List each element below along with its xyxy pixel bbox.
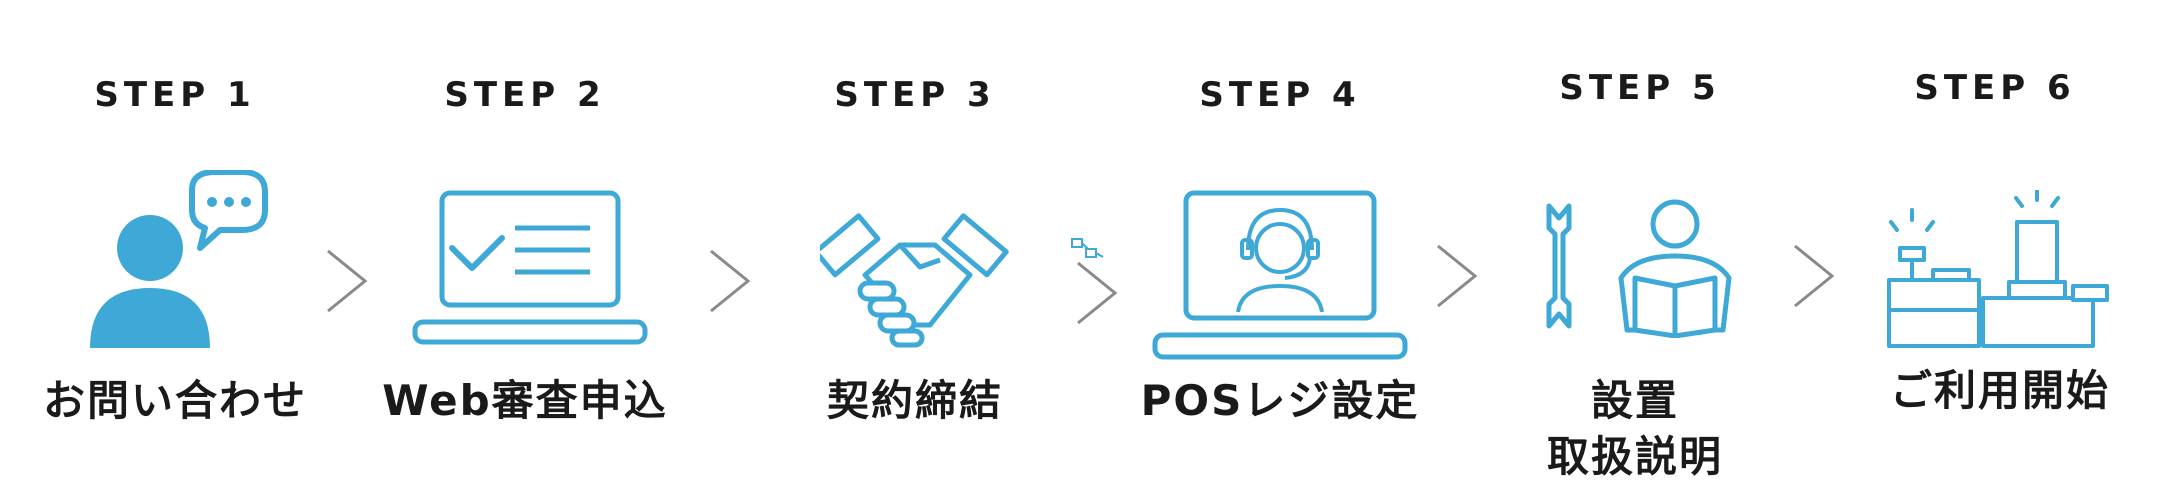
step-5-label: STEP 5 [1559, 68, 1721, 108]
step-4-label: STEP 4 [1199, 75, 1361, 115]
step-3-label: STEP 3 [834, 75, 996, 115]
pos-register-icon [1887, 190, 2109, 348]
wrench-person-manual-icon [1546, 199, 1732, 338]
step-5-title-line-1: 設置 [1590, 376, 1679, 425]
chevron-right-icon [1437, 244, 1478, 308]
chevron-right-icon [1077, 261, 1118, 325]
laptop-headset-operator-icon [1152, 190, 1408, 360]
step-4-title: POSレジ設定 [1140, 376, 1420, 425]
step-6-title: ご利用開始 [1889, 366, 2110, 415]
chevron-right-icon [327, 249, 368, 313]
handshake-icon [820, 213, 1009, 348]
chevron-right-icon [710, 249, 751, 313]
user-chat-icon [90, 170, 268, 348]
step-5-title-line-2: 取扱説明 [1546, 432, 1723, 481]
plug-icon [1071, 238, 1104, 258]
laptop-checklist-icon [412, 190, 648, 345]
step-2-label: STEP 2 [444, 75, 606, 115]
chevron-right-icon [1794, 244, 1835, 308]
step-1-label: STEP 1 [94, 75, 256, 115]
step-2-title: Web審査申込 [382, 376, 668, 425]
step-6-label: STEP 6 [1914, 68, 2076, 108]
step-1-title: お問い合わせ [42, 376, 307, 425]
step-5-title: 設置 取扱説明 [1455, 373, 1815, 485]
step-3-title: 契約締結 [826, 376, 1003, 425]
